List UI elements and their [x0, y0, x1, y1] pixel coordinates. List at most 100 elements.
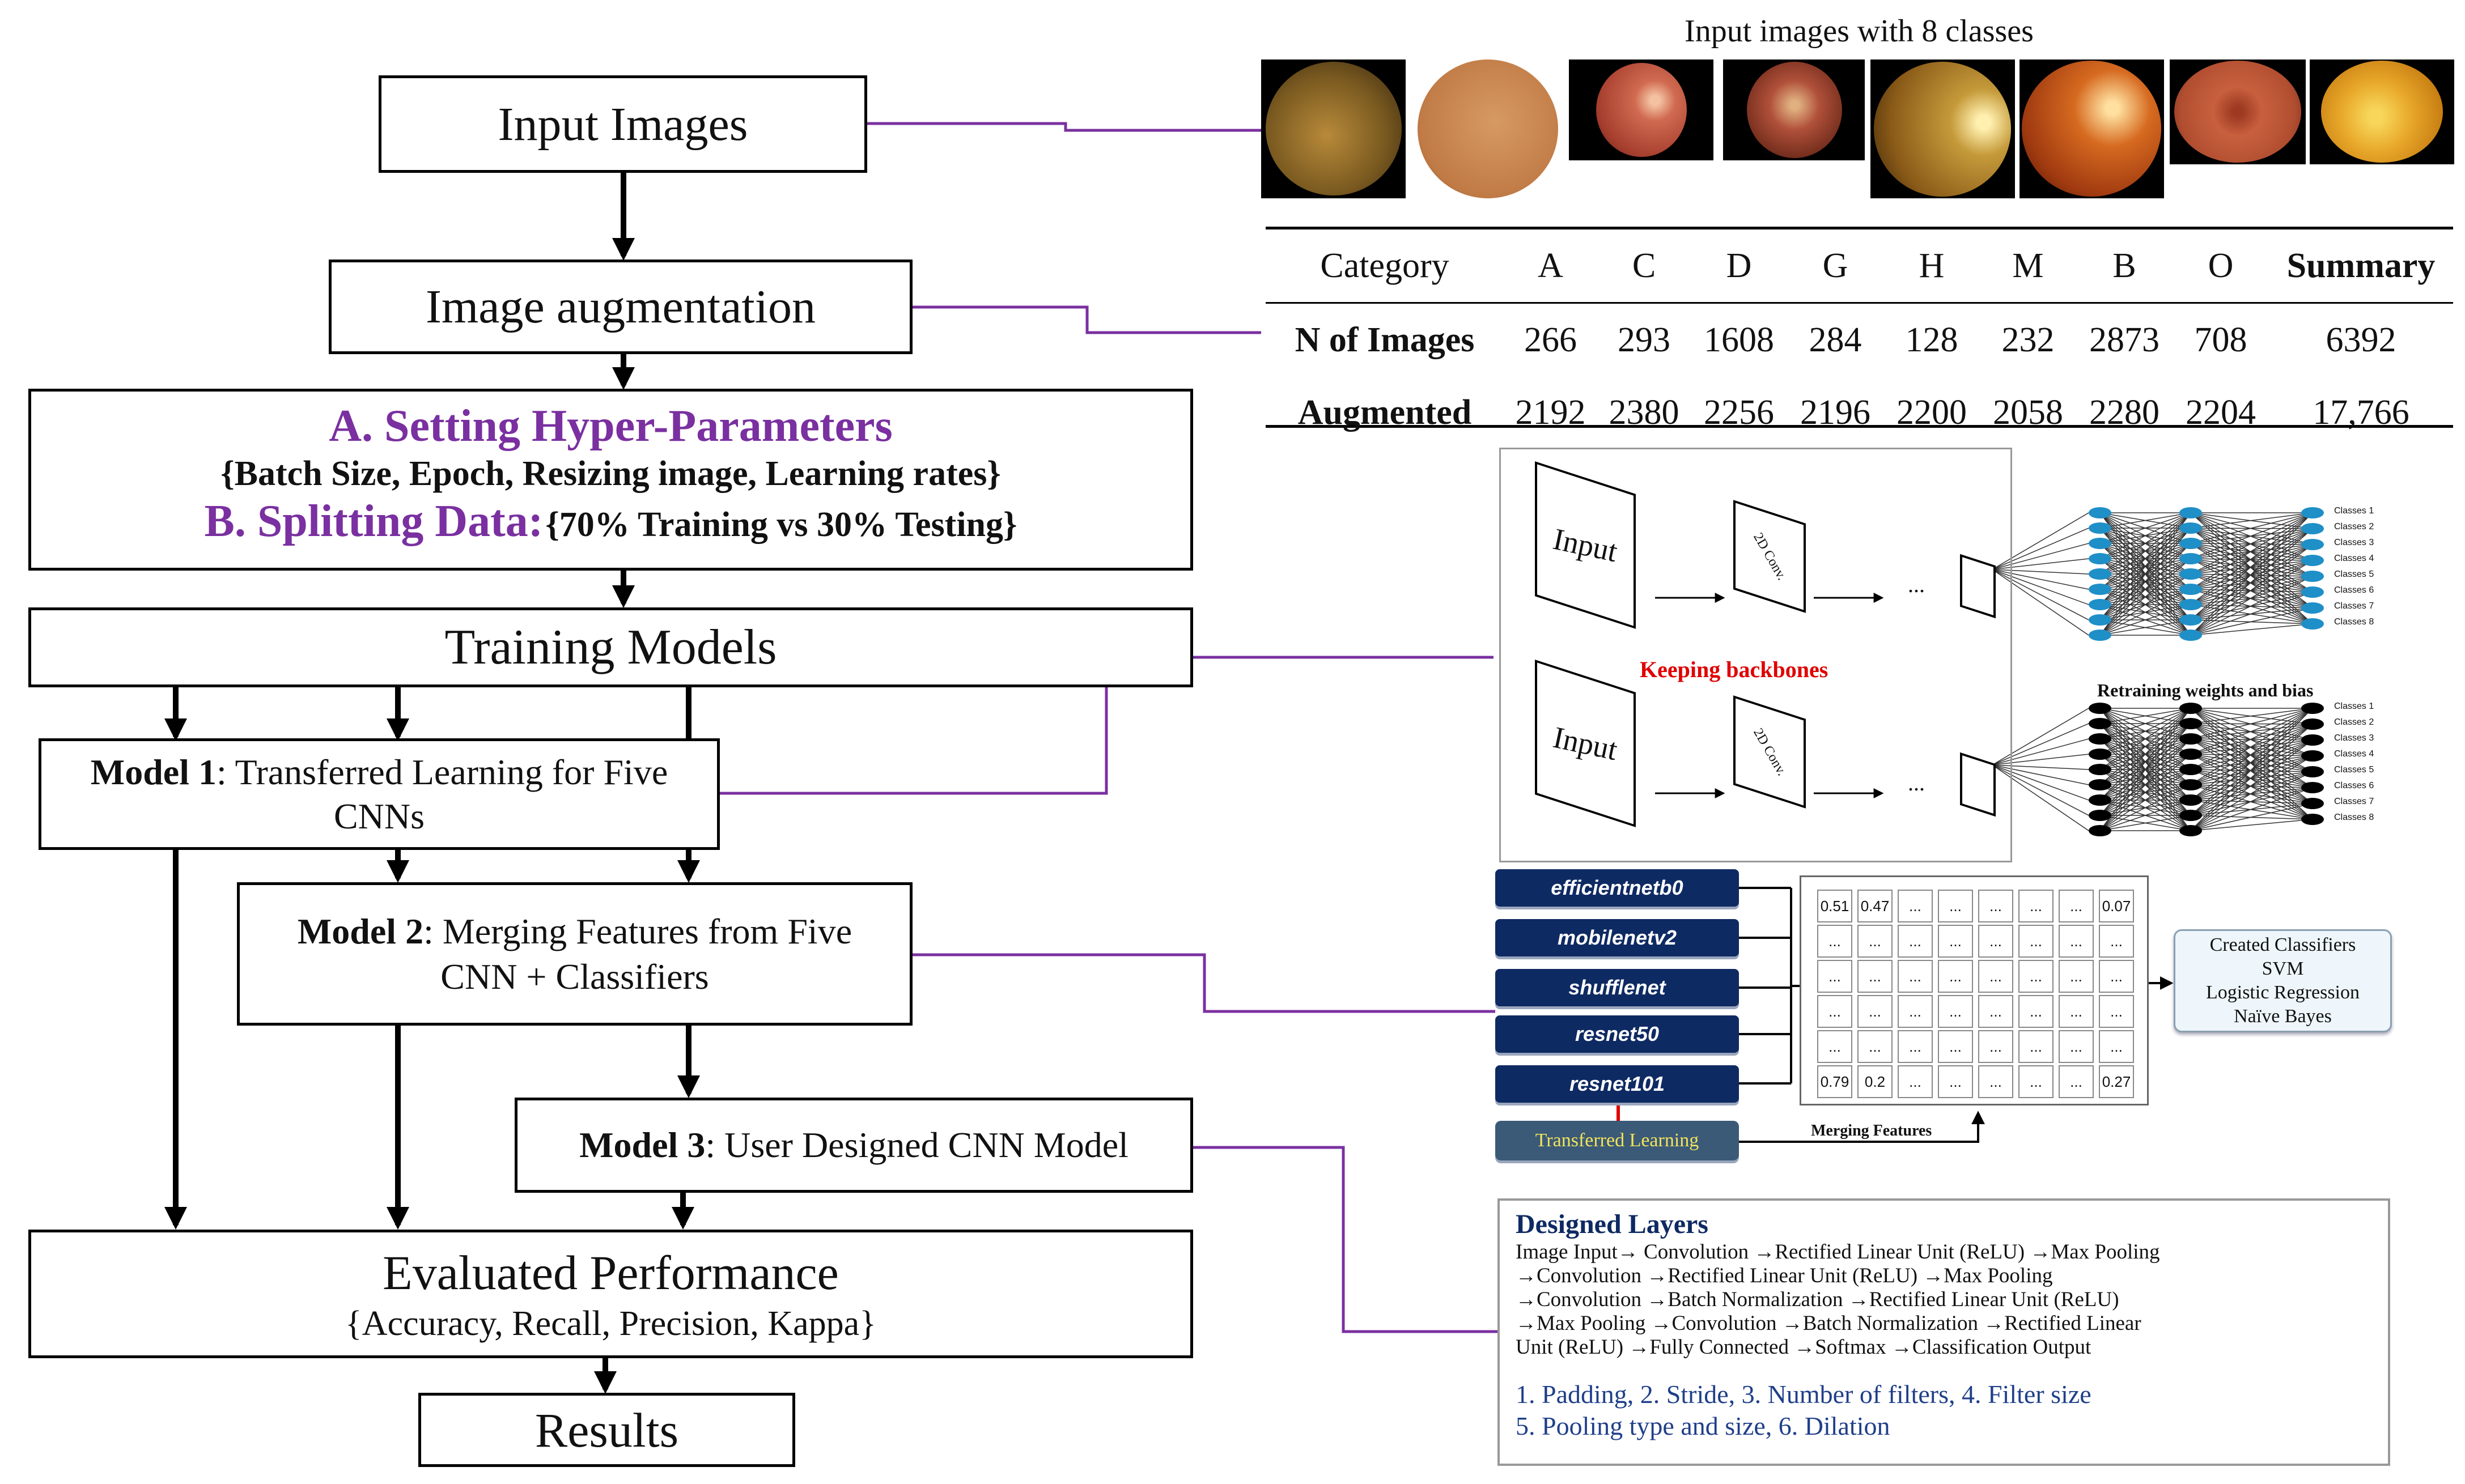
- nn-edge: [1992, 764, 2089, 801]
- matrix-cell: ...: [2099, 925, 2134, 958]
- ellipsis-bottom: ...: [1908, 770, 1925, 796]
- nn-edge: [2190, 512, 2313, 620]
- nn-edge: [2190, 708, 2313, 739]
- nn-edge: [2190, 708, 2313, 755]
- nn-edge: [2099, 512, 2191, 529]
- table-header-cell: O: [2208, 246, 2234, 285]
- table-row: N of Images 266 293 1608 284 128 232 287…: [1266, 303, 2453, 377]
- nn-edge: [2099, 708, 2191, 801]
- nn-edge: [2190, 623, 2313, 636]
- nn-node: [2089, 568, 2111, 580]
- nn-edge: [2190, 512, 2313, 559]
- table-header-cell: G: [1822, 246, 1848, 285]
- matrix-cell: ...: [2059, 925, 2094, 958]
- nn-node: [2301, 782, 2324, 793]
- designed-layers-panel: Designed Layers Image Input→ Convolution…: [1497, 1198, 2390, 1466]
- matrix-cell: ...: [1817, 925, 1852, 958]
- matrix-cell: ...: [1978, 995, 2013, 1028]
- nn-edge: [2190, 560, 2313, 636]
- nn-edge: [2190, 592, 2313, 636]
- input-layer-label: Input: [1550, 521, 1620, 569]
- model3-box: Model 3: User Designed CNN Model: [515, 1098, 1193, 1193]
- evaluated-metrics: {Accuracy, Recall, Precision, Kappa}: [345, 1304, 876, 1343]
- fundus-image-2: [1415, 59, 1560, 198]
- matrix-cell: ...: [2059, 890, 2094, 922]
- table-cell: 1608: [1704, 320, 1774, 359]
- matrix-cell: ...: [2059, 995, 2094, 1028]
- nn-edge: [2099, 708, 2191, 739]
- input-images-label: Input Images: [498, 97, 748, 151]
- nn-edge: [2190, 739, 2313, 831]
- nn-node: [2301, 798, 2324, 809]
- evaluated-performance-box: Evaluated Performance {Accuracy, Recall,…: [28, 1230, 1193, 1358]
- class-label: Classes 8: [2334, 617, 2374, 627]
- nn-edge: [1992, 708, 2089, 766]
- nn-edge: [1992, 754, 2089, 766]
- nn-node: [2179, 749, 2202, 760]
- matrix-cell: ...: [1978, 1065, 2013, 1098]
- nn-edge: [2099, 708, 2191, 785]
- nn-edge: [2099, 738, 2191, 831]
- nn-node: [2089, 749, 2111, 760]
- matrix-cell: ...: [1898, 890, 1933, 922]
- matrix-cell: ...: [1938, 925, 1973, 958]
- table-cell: 2280: [2089, 393, 2159, 432]
- nn-edge: [2190, 708, 2313, 770]
- results-box: Results: [418, 1393, 795, 1467]
- nn-edge: [1992, 569, 2089, 636]
- matrix-cell: 0.07: [2099, 890, 2134, 922]
- nn-edge: [2099, 512, 2191, 575]
- nn-edge: [1992, 569, 2089, 605]
- nn-node: [2179, 584, 2202, 595]
- nn-node: [2089, 599, 2111, 610]
- nn-edge: [2190, 512, 2313, 575]
- matrix-cell: 0.51: [1817, 890, 1852, 922]
- nn-edge: [2190, 528, 2313, 636]
- nn-edge: [2099, 512, 2191, 590]
- table-header-cell: Summary: [2286, 246, 2436, 285]
- classifier-line: SVM: [2262, 958, 2304, 979]
- nn-node: [2179, 733, 2202, 745]
- fundus-image-3: [1569, 59, 1713, 160]
- nn-node: [2179, 522, 2202, 534]
- nn-edge: [2099, 708, 2191, 724]
- nn-node: [2089, 718, 2111, 729]
- nn-node: [2089, 779, 2111, 790]
- nn-edge: [1992, 569, 2089, 575]
- nn-edge: [1992, 764, 2089, 785]
- model1-label: Model 1: [90, 751, 217, 792]
- matrix-cell: 0.79: [1817, 1065, 1852, 1098]
- nn-node: [2301, 586, 2324, 598]
- sequence-line: Unit (ReLU) →Fully Connected →Softmax →C…: [1516, 1336, 2091, 1359]
- results-label: Results: [534, 1402, 679, 1457]
- table-header-row: Category A C D G H M B O Summary: [1266, 229, 2453, 303]
- matrix-cell: ...: [1898, 925, 1933, 958]
- nn-edge: [2099, 512, 2191, 559]
- input-layer-label: Input: [1550, 720, 1620, 767]
- nn-node: [2179, 630, 2202, 641]
- class-label: Classes 3: [2334, 538, 2374, 547]
- nn-node: [2301, 750, 2324, 762]
- nn-node: [2179, 568, 2202, 580]
- model1-box: Model 1: Transferred Learning for Five C…: [39, 738, 720, 850]
- nn-edge: [2099, 619, 2191, 636]
- matrix-cell: 0.27: [2099, 1065, 2134, 1098]
- fundus-image-5: [1870, 59, 2015, 198]
- table-cell: 2380: [1609, 393, 1679, 432]
- split-detail: {70% Training vs 30% Testing}: [545, 505, 1017, 544]
- matrix-cell: ...: [2099, 1030, 2134, 1063]
- nn-node: [2179, 825, 2202, 836]
- table-row-label: N of Images: [1295, 320, 1475, 359]
- matrix-cell: ...: [2059, 960, 2094, 993]
- matrix-cell: ...: [1978, 890, 2013, 922]
- nn-edge: [2190, 576, 2313, 636]
- nn-edge: [2099, 543, 2191, 636]
- table-cell: 293: [1618, 320, 1670, 359]
- matrix-cell: ...: [1898, 960, 1933, 993]
- conv-layer-top: 2D Conv.: [1733, 500, 1806, 613]
- evaluated-title: Evaluated Performance: [383, 1245, 839, 1300]
- nn-edge: [2099, 708, 2191, 816]
- matrix-cell: ...: [1857, 960, 1893, 993]
- nn-node: [2301, 814, 2324, 825]
- matrix-cell: ...: [1978, 1030, 2013, 1063]
